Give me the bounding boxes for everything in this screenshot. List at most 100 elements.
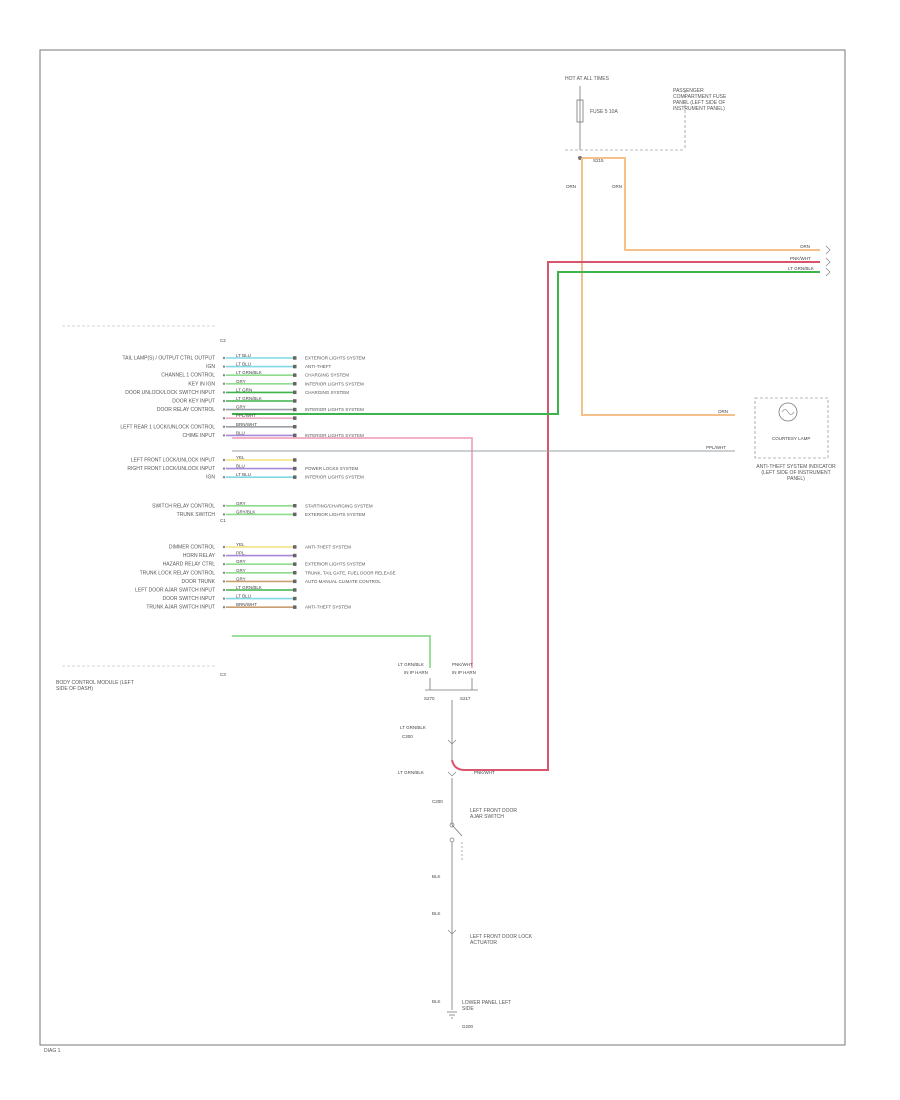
pin-wire-color: LT GRN/BLK xyxy=(236,585,262,590)
pin-destination: INTERIOR LIGHTS SYSTEM xyxy=(305,433,364,438)
switch-wire-c: PNK/WHT xyxy=(474,770,495,775)
right-wire-pnk: PNK/WHT xyxy=(790,256,811,261)
pin-wire-color: GRY xyxy=(236,379,246,384)
switch-name: LEFT FRONT DOOR AJAR SWITCH xyxy=(470,808,518,820)
switch-connector-a: C300 xyxy=(402,734,413,739)
lamp-icon xyxy=(778,402,798,422)
pin-connector-icon xyxy=(293,466,297,471)
pin-destination: POWER LOCKS SYSTEM xyxy=(305,466,359,471)
courtesy-lamp: COURTESY LAMP ORN PPL/WHT ANTI-THEFT SYS… xyxy=(706,397,836,482)
pin-destination: EXTERIOR LIGHTS SYSTEM xyxy=(305,562,366,567)
fuse-block: HOT AT ALL TIMES FUSE 5 10A PASSENGER CO… xyxy=(565,76,727,189)
page-label: DIAG 1 xyxy=(44,1048,61,1054)
pin-wire-color: LT GRN/BLK xyxy=(236,370,262,375)
lamp-wire-top: ORN xyxy=(718,409,728,414)
pin-wire-color: GRY xyxy=(236,576,246,581)
wire-pink-run xyxy=(232,437,473,668)
pin-wire-color: LT GRN/BLK xyxy=(236,396,262,401)
body-control-module: C2 C1 C3 BODY CONTROL MODULE (LEFT SIDE … xyxy=(56,325,396,692)
pin-terminal xyxy=(222,606,226,609)
splice-right-wire: PNK/WHT xyxy=(452,662,473,667)
wire-lightgreen-splice xyxy=(232,635,431,668)
pin-label: HAZARD RELAY CTRL xyxy=(163,562,216,568)
pin-connector-icon xyxy=(293,433,297,438)
pin-wire-color: BLU xyxy=(236,430,245,435)
pin-connector-icon xyxy=(293,571,297,575)
pin-wire-color: LT BLU xyxy=(236,362,251,367)
pin-terminal xyxy=(222,365,226,368)
pin-terminal xyxy=(222,356,226,360)
switch-connector-b: C200 xyxy=(432,799,443,804)
pin-terminal xyxy=(222,374,226,377)
pin-wire-color: PPL xyxy=(236,551,245,556)
pin-wire-color: BRN/WHT xyxy=(236,422,257,427)
right-wire-grn: LT GRN/BLK xyxy=(788,266,814,271)
fuse-icon xyxy=(576,99,584,123)
pin-terminal xyxy=(222,382,226,385)
pin-terminal xyxy=(222,563,226,566)
pin-connector-icon xyxy=(293,512,297,517)
pin-terminal xyxy=(222,434,226,437)
switch-wire-mid: BLK xyxy=(432,911,441,916)
connector-c2: C2 xyxy=(220,338,226,343)
pin-label: LEFT REAR 1 LOCK/UNLOCK CONTROL xyxy=(120,424,215,430)
ground-wire: BLK xyxy=(432,999,441,1004)
pin-connector-icon xyxy=(293,425,297,429)
pin-terminal xyxy=(222,513,226,516)
fuse-wire-left: ORN xyxy=(566,184,576,189)
splice-left-ref: S270 xyxy=(424,696,435,701)
door-ajar-switch: LT GRN/BLK C300 LT GRN/BLK PNK/WHT C200 … xyxy=(398,700,532,1029)
pin-terminal xyxy=(222,504,226,507)
pin-label: DOOR RELAY CONTROL xyxy=(157,407,215,413)
pin-terminal xyxy=(222,417,226,420)
pin-wire-color: BLU xyxy=(236,464,245,469)
module-name: BODY CONTROL MODULE (LEFT SIDE OF DASH) xyxy=(56,680,134,692)
connector-c1: C1 xyxy=(220,518,226,523)
pin-terminal xyxy=(222,597,226,600)
pin-destination: INTERIOR LIGHTS SYSTEM xyxy=(305,381,364,386)
pin-destination: ANTI-THEFT SYSTEM xyxy=(305,605,351,610)
pin-connector-icon xyxy=(293,605,297,609)
pin-label: LEFT DOOR AJAR SWITCH INPUT xyxy=(135,588,215,594)
pin-label: CHANNEL 1 CONTROL xyxy=(161,373,215,379)
pin-wire-color: BRN/WHT xyxy=(236,602,257,607)
pin-label: DOOR KEY INPUT xyxy=(172,399,215,405)
pin-connector-icon xyxy=(293,364,297,369)
pin-connector-icon xyxy=(293,475,297,479)
pin-terminal xyxy=(222,580,226,583)
pin-connector-icon xyxy=(293,390,297,395)
pin-label: SWITCH RELAY CONTROL xyxy=(152,503,215,509)
pin-connector-icon xyxy=(293,458,297,462)
pin-connector-icon xyxy=(293,553,297,558)
pin-label: DOOR TRUNK xyxy=(181,579,215,585)
pin-terminal xyxy=(222,425,226,428)
pin-wire-color: LT BLU xyxy=(236,594,251,599)
pin-terminal xyxy=(222,408,226,411)
pin-destination: INTERIOR LIGHTS SYSTEM xyxy=(305,407,364,412)
fuse-hot-label: HOT AT ALL TIMES xyxy=(565,76,610,82)
pin-wire-color: YEL xyxy=(236,455,245,460)
pin-destination: STARTING/CHARGING SYSTEM xyxy=(305,503,373,508)
right-wire-terminals: ORN PNK/WHT LT GRN/BLK xyxy=(788,244,831,277)
lamp-wire-bottom: PPL/WHT xyxy=(706,445,726,450)
pin-destination: CHARGING SYSTEM xyxy=(305,390,349,395)
pin-connector-icon xyxy=(293,373,297,377)
pin-connector-icon xyxy=(293,504,297,508)
pin-connector-icon xyxy=(293,399,297,403)
pin-terminal xyxy=(222,467,226,470)
switch-wire-a: LT GRN/BLK xyxy=(400,725,426,730)
diagram-frame xyxy=(39,49,846,1046)
splice-right: PNK/WHT IN IP HARN S217 xyxy=(452,662,476,701)
pin-wire-color: GRY xyxy=(236,568,246,573)
pin-terminal xyxy=(222,458,226,462)
pin-connector-icon xyxy=(293,596,297,601)
pin-label: TRUNK SWITCH xyxy=(177,512,216,518)
pin-destination: TRUNK, TAIL GATE, FUEL DOOR RELEASE xyxy=(305,570,396,575)
pin-destination: CHARGING SYSTEM xyxy=(305,373,349,378)
fuse-label: FUSE 5 10A xyxy=(590,109,618,115)
pin-destination: ANTI-THEFT xyxy=(305,364,331,369)
pin-terminal xyxy=(222,554,226,557)
fuse-panel-label: PASSENGER COMPARTMENT FUSE PANEL (LEFT S… xyxy=(673,88,727,112)
pin-wire-color: LT GRN xyxy=(236,387,252,392)
